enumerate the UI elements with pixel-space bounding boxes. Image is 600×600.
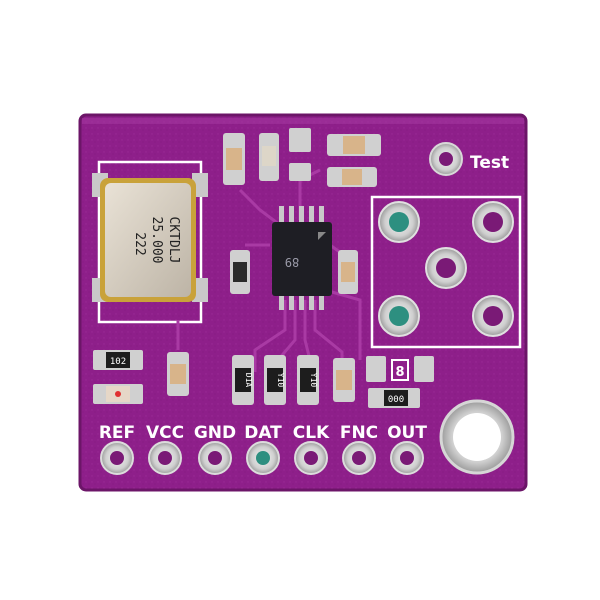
oscillator-line2: 25.000 (149, 217, 164, 264)
resistor-mark-3: D1A (244, 373, 253, 388)
connector-pads (378, 201, 514, 337)
pin-label-ref: REF (99, 423, 135, 443)
smd-components-left: 102 (93, 350, 189, 404)
pin-label-out: OUT (387, 423, 427, 443)
header-pads (100, 441, 424, 475)
smd-components-top (223, 128, 381, 294)
main-ic: 89 (272, 206, 332, 310)
connector-outline (370, 195, 522, 349)
smd-components-bottom: D1A Y10 Y10 8 000 (232, 355, 434, 408)
pin-label-fnc: FNC (340, 423, 378, 443)
pin-label-vcc: VCC (146, 423, 184, 443)
pin-label-gnd: GND (194, 423, 236, 443)
resistor-mark-2: 000 (388, 395, 404, 405)
resistor-mark-5: Y10 (309, 373, 318, 388)
diode-mark: 8 (395, 365, 404, 380)
resistor-mark-1: 102 (110, 357, 126, 367)
resistor-mark-4: Y10 (276, 373, 285, 388)
oscillator-line1: CKTDLJ (166, 217, 181, 264)
pin-labels: REF VCC GND DAT CLK FNC OUT (99, 423, 427, 443)
oscillator: CKTDLJ 25.000 222 (100, 178, 196, 302)
ic-marking: 89 (285, 255, 299, 269)
pin-label-clk: CLK (293, 423, 330, 443)
pin-label-dat: DAT (244, 423, 282, 443)
oscillator-line3: 222 (132, 232, 147, 255)
test-label: Test (470, 153, 509, 173)
